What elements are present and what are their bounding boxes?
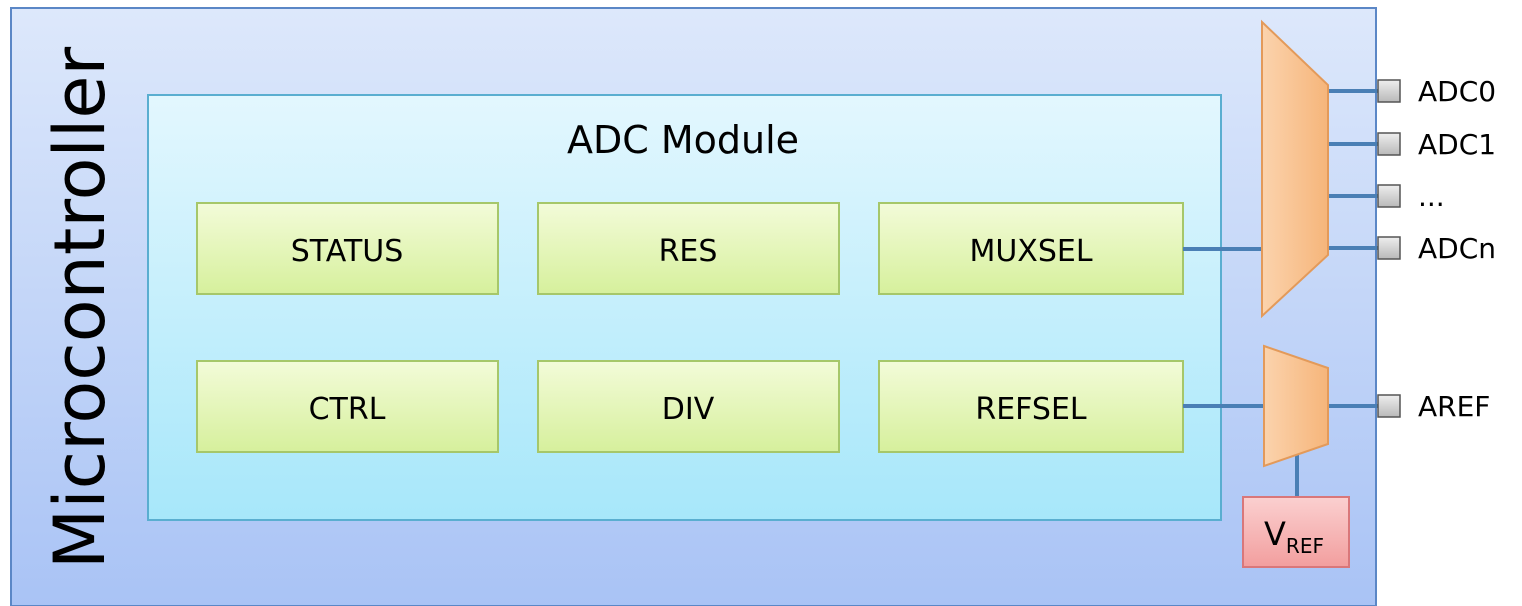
adc-module-title: ADC Module — [567, 118, 799, 162]
register-div-label: DIV — [662, 392, 715, 427]
register-res-label: RES — [659, 234, 718, 269]
pin-aref: AREF — [1377, 390, 1490, 423]
vref-box — [1242, 496, 1350, 568]
input-multiplexer — [1261, 19, 1329, 319]
register-div: DIV — [537, 360, 840, 453]
pin-adc1-square — [1377, 132, 1401, 156]
reference-multiplexer — [1263, 344, 1329, 468]
pin-ellipsis-square — [1377, 184, 1401, 208]
register-muxsel: MUXSEL — [878, 202, 1184, 295]
pin-aref-square — [1377, 394, 1401, 418]
vref-subscript: REF — [1286, 534, 1324, 558]
register-ctrl: CTRL — [196, 360, 499, 453]
pin-ellipsis: ... — [1377, 180, 1445, 213]
vref-main-text: V — [1264, 515, 1286, 553]
wires — [1183, 89, 1378, 497]
pin-adcn: ADCn — [1377, 232, 1496, 265]
pin-adc0: ADC0 — [1377, 75, 1496, 108]
pin-aref-label: AREF — [1418, 390, 1490, 423]
register-refsel: REFSEL — [878, 360, 1184, 453]
microcontroller-label: Microcontroller — [39, 47, 121, 570]
vref-label: VREF — [1264, 515, 1324, 558]
pin-adc1-label: ADC1 — [1418, 128, 1496, 161]
register-muxsel-label: MUXSEL — [969, 234, 1092, 269]
pin-ellipsis-label: ... — [1418, 180, 1445, 213]
pin-adcn-square — [1377, 236, 1401, 260]
register-status: STATUS — [196, 202, 499, 295]
register-res: RES — [537, 202, 840, 295]
register-refsel-label: REFSEL — [975, 392, 1087, 427]
pin-adc1: ADC1 — [1377, 128, 1496, 161]
pin-adcn-label: ADCn — [1418, 232, 1496, 265]
register-status-label: STATUS — [291, 234, 404, 269]
pin-adc0-label: ADC0 — [1418, 75, 1496, 108]
register-ctrl-label: CTRL — [309, 392, 386, 427]
pin-adc0-square — [1377, 79, 1401, 103]
